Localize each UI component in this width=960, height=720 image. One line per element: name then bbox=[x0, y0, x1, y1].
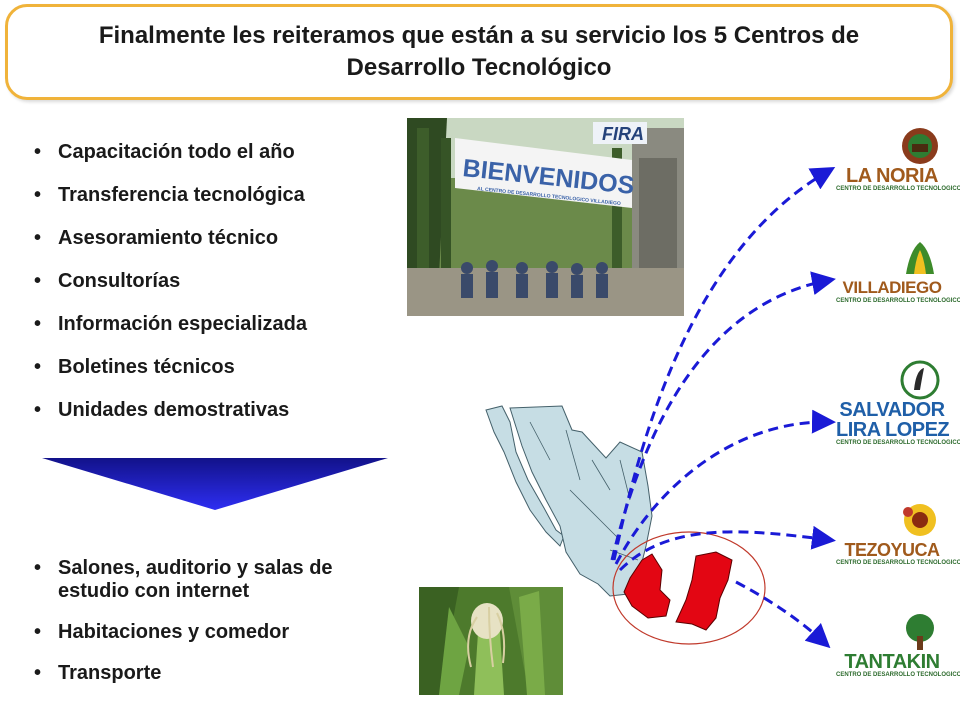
down-arrow-icon bbox=[42, 458, 388, 510]
arrow-to-villadiego bbox=[610, 271, 836, 561]
welcome-photo-drawing: BIENVENIDOS AL CENTRO DE DESARROLLO TECN… bbox=[407, 118, 684, 316]
list-item: Habitaciones y comedor bbox=[32, 621, 358, 644]
facilities-list: Salones, auditorio y salas de estudio co… bbox=[32, 557, 358, 703]
list-item: Consultorías bbox=[32, 270, 307, 293]
arrow-to-tantakin bbox=[735, 580, 831, 649]
highlight-ellipse bbox=[612, 531, 766, 645]
list-item: Salones, auditorio y salas de estudio co… bbox=[32, 557, 358, 603]
list-item: Transporte bbox=[32, 662, 358, 685]
la-noria-emblem-icon bbox=[902, 128, 938, 164]
center-name: VILLADIEGO bbox=[842, 278, 942, 297]
logo-tantakin: TANTAKIN CENTRO DE DESARROLLO TECNOLOGIC… bbox=[836, 612, 960, 678]
arrow-to-tezoyuca bbox=[618, 525, 836, 572]
welcome-photo: BIENVENIDOS AL CENTRO DE DESARROLLO TECN… bbox=[407, 118, 684, 316]
page-title: Finalmente les reiteramos que están a su… bbox=[98, 22, 860, 81]
villadiego-emblem-icon bbox=[906, 242, 934, 274]
corn-photo-drawing bbox=[419, 587, 563, 695]
center-name-line-1: SALVADOR bbox=[839, 399, 945, 421]
center-subtitle: CENTRO DE DESARROLLO TECNOLOGICO bbox=[836, 186, 960, 192]
center-name: TANTAKIN bbox=[844, 651, 940, 673]
highlighted-state-shape bbox=[623, 553, 671, 619]
corn-photo bbox=[419, 587, 563, 695]
list-item: Unidades demostrativas bbox=[32, 399, 307, 422]
tezoyuca-emblem-icon bbox=[903, 504, 936, 536]
center-subtitle: CENTRO DE DESARROLLO TECNOLOGICO bbox=[836, 440, 960, 446]
center-subtitle: CENTRO DE DESARROLLO TECNOLOGICO bbox=[836, 298, 960, 304]
mexico-map bbox=[485, 167, 836, 649]
center-subtitle: CENTRO DE DESARROLLO TECNOLOGICO bbox=[836, 672, 960, 678]
center-name: TEZOYUCA bbox=[844, 540, 941, 560]
salvador-lira-lopez-emblem-icon bbox=[900, 360, 940, 400]
logo-la-noria: LA NORIA CENTRO DE DESARROLLO TECNOLOGIC… bbox=[836, 126, 960, 192]
list-item: Boletines técnicos bbox=[32, 356, 307, 379]
services-list: Capacitación todo el año Transferencia t… bbox=[32, 141, 307, 442]
logo-villadiego: VILLADIEGO CENTRO DE DESARROLLO TECNOLOG… bbox=[836, 238, 960, 304]
list-item: Capacitación todo el año bbox=[32, 141, 307, 164]
logo-tezoyuca: TEZOYUCA CENTRO DE DESARROLLO TECNOLOGIC… bbox=[836, 500, 960, 566]
tantakin-emblem-icon bbox=[906, 614, 934, 650]
title-box: Finalmente les reiteramos que están a su… bbox=[5, 4, 953, 100]
logo-salvador-lira-lopez: SALVADOR LIRA LOPEZ CENTRO DE DESARROLLO… bbox=[836, 360, 960, 450]
center-name: LA NORIA bbox=[846, 165, 938, 187]
arrow-to-salvador-lira-lopez bbox=[614, 409, 836, 565]
center-subtitle: CENTRO DE DESARROLLO TECNOLOGICO bbox=[836, 560, 960, 566]
fira-logo: FIRA bbox=[602, 124, 644, 144]
highlighted-state-shape bbox=[675, 551, 733, 631]
list-item: Asesoramiento técnico bbox=[32, 227, 307, 250]
list-item: Transferencia tecnológica bbox=[32, 184, 307, 207]
center-name-line-2: LIRA LOPEZ bbox=[836, 419, 950, 441]
list-item: Información especializada bbox=[32, 313, 307, 336]
